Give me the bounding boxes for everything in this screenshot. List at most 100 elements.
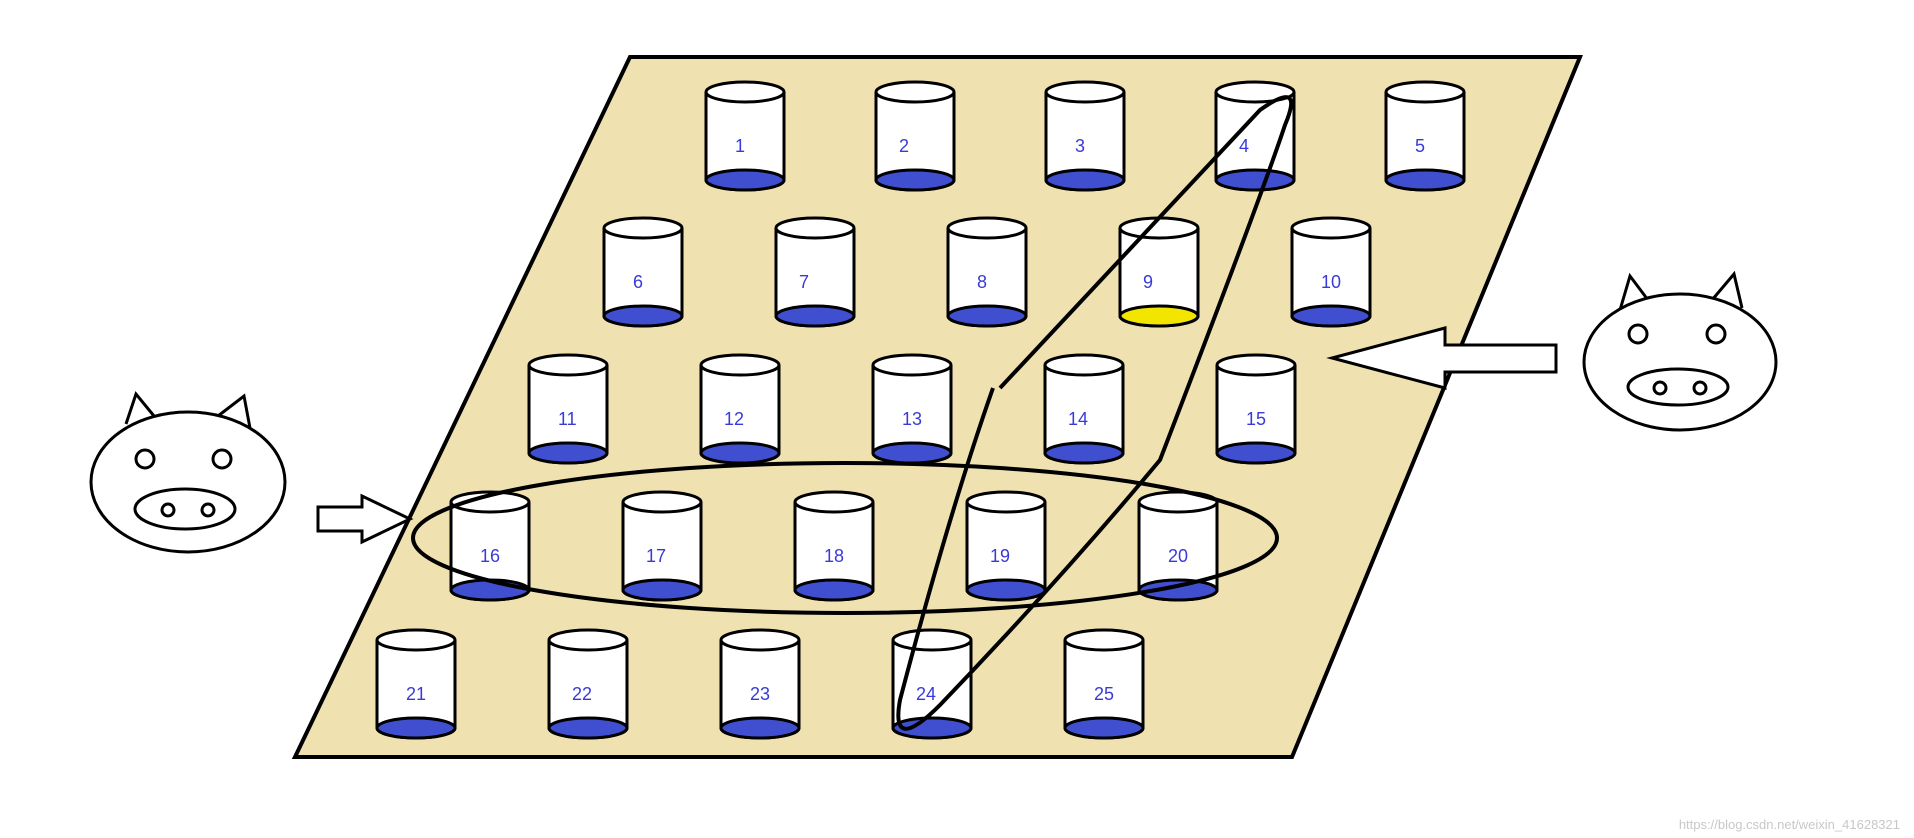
bucket-label: 7: [799, 272, 809, 292]
pig-right-nostril-left: [1652, 380, 1668, 396]
bucket-label: 25: [1094, 684, 1114, 704]
bucket-5: 5: [1384, 80, 1466, 192]
bucket-label: 21: [406, 684, 426, 704]
bucket-rim: [1215, 353, 1297, 377]
bucket-label: 11: [558, 409, 577, 429]
bucket-rim: [547, 628, 629, 652]
bucket-21: 21: [375, 628, 457, 740]
pig-right-nostril-right: [1692, 380, 1708, 396]
water-liquid: [1290, 304, 1372, 328]
bucket-rim: [874, 80, 956, 104]
water-liquid: [965, 578, 1047, 602]
bucket-label: 23: [750, 684, 770, 704]
bucket-7: 7: [774, 216, 856, 328]
pig-right-eye-right: [1705, 323, 1727, 345]
bucket-label: 15: [1246, 409, 1266, 429]
bucket-label: 22: [572, 684, 592, 704]
bucket-label: 13: [902, 409, 922, 429]
bucket-3: 3: [1044, 80, 1126, 192]
water-liquid: [621, 578, 703, 602]
bucket-label: 19: [990, 546, 1010, 566]
bucket-rim: [891, 628, 973, 652]
bucket-label: 16: [480, 546, 500, 566]
row-selection-ellipse: [411, 461, 1279, 615]
bucket-14: 14: [1043, 353, 1125, 465]
water-liquid: [774, 304, 856, 328]
bucket-rim: [946, 216, 1028, 240]
bucket-rim: [527, 353, 609, 377]
bucket-8: 8: [946, 216, 1028, 328]
water-liquid: [375, 716, 457, 740]
bucket-1: 1: [704, 80, 786, 192]
pig-left-nostril-left: [160, 502, 176, 518]
bucket-12: 12: [699, 353, 781, 465]
bucket-rim: [871, 353, 953, 377]
arrow-left-icon: [1326, 326, 1558, 390]
pig-right-head: [1582, 292, 1778, 432]
bucket-rim: [965, 490, 1047, 514]
bucket-9: 9: [1118, 216, 1200, 328]
pig-left-ear-right: [217, 393, 252, 429]
pig-left-head: [89, 410, 287, 554]
bucket-20: 20: [1137, 490, 1219, 602]
water-liquid: [1214, 168, 1296, 192]
bucket-rim: [1043, 353, 1125, 377]
bucket-2: 2: [874, 80, 956, 192]
pig-right: [1582, 270, 1778, 432]
bucket-label: 18: [824, 546, 844, 566]
bucket-label: 2: [899, 136, 909, 156]
bucket-label: 10: [1321, 272, 1341, 292]
water-liquid: [719, 716, 801, 740]
bucket-rim: [621, 490, 703, 514]
watermark: https://blog.csdn.net/weixin_41628321: [1678, 817, 1900, 832]
bucket-label: 5: [1415, 136, 1425, 156]
bucket-label: 1: [735, 136, 745, 156]
pig-right-snout: [1626, 367, 1730, 407]
water-liquid: [1063, 716, 1145, 740]
water-liquid: [704, 168, 786, 192]
bucket-13: 13: [871, 353, 953, 465]
bucket-10: 10: [1290, 216, 1372, 328]
water-liquid: [1215, 441, 1297, 465]
bucket-label: 6: [633, 272, 643, 292]
bucket-23: 23: [719, 628, 801, 740]
pig-left-eye-right: [211, 448, 233, 470]
bucket-label: 17: [646, 546, 666, 566]
bucket-rim: [1290, 216, 1372, 240]
bucket-label: 4: [1239, 136, 1249, 156]
bucket-label: 14: [1068, 409, 1088, 429]
water-liquid: [699, 441, 781, 465]
bucket-label: 9: [1143, 272, 1153, 292]
bucket-11: 11: [527, 353, 609, 465]
bucket-6: 6: [602, 216, 684, 328]
water-liquid: [874, 168, 956, 192]
bucket-17: 17: [621, 490, 703, 602]
bucket-rim: [774, 216, 856, 240]
bucket-label: 20: [1168, 546, 1188, 566]
bucket-rim: [1118, 216, 1200, 240]
bucket-rim: [375, 628, 457, 652]
pig-left-nostril-right: [200, 502, 216, 518]
bucket-16: 16: [449, 490, 531, 602]
pig-left-snout: [133, 487, 237, 531]
water-liquid: [547, 716, 629, 740]
water-liquid: [871, 441, 953, 465]
water-liquid: [1043, 441, 1125, 465]
water-liquid: [793, 578, 875, 602]
bucket-rim: [793, 490, 875, 514]
bucket-18: 18: [793, 490, 875, 602]
water-liquid: [527, 441, 609, 465]
water-liquid: [1044, 168, 1126, 192]
bucket-rim: [1214, 80, 1296, 104]
water-liquid: [891, 716, 973, 740]
pig-left-eye-left: [134, 448, 156, 470]
water-liquid: [602, 304, 684, 328]
bucket-label: 8: [977, 272, 987, 292]
bucket-label: 3: [1075, 136, 1085, 156]
pig-left-ear-left: [124, 390, 156, 425]
bucket-rim: [1044, 80, 1126, 104]
bucket-25: 25: [1063, 628, 1145, 740]
water-liquid: [1137, 578, 1219, 602]
